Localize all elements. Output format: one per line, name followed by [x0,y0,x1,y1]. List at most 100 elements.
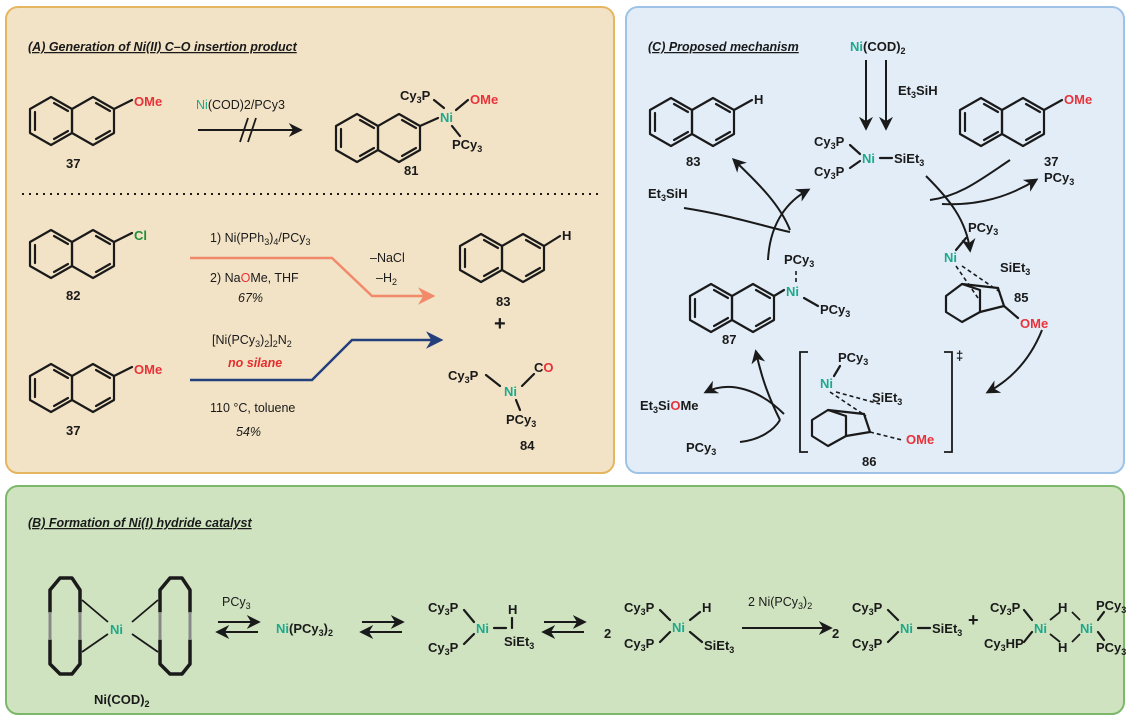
pcy3-85: PCy3 [968,220,998,237]
ni-dimer-a: Ni [1034,621,1047,636]
cy3p-b7: Cy3P [990,600,1021,617]
ome-81: OMe [470,92,498,107]
reagent2: [Ni(PCy3)2]2N2 [212,333,292,349]
ni-86: Ni [820,376,833,391]
ome-c37: OMe [1064,92,1092,107]
ni-cod2-structure: Ni [48,576,192,676]
pcy3-dimer-a: PCy3 [1096,598,1126,615]
yield-67: 67% [238,291,263,305]
label-ni-cod2: Ni(COD)2 [94,692,150,709]
cat-cy3p-top: Cy3P [814,134,845,151]
pcy3-81: PCy3 [452,137,482,154]
panel-c: (C) Proposed mechanism Ni(COD)2 Et3SiH C… [625,6,1125,474]
cl-label: Cl [134,228,147,243]
compound-86: 86 [862,454,876,469]
et3sih-top: Et3SiH [898,83,938,100]
panel-c-box [625,6,1125,474]
panel-b-title: (B) Formation of Ni(I) hydride catalyst [28,516,252,530]
co-84: CO [534,360,554,375]
over-arrow-ni: 2 Ni(PCy3)2 [748,595,812,611]
pcy3-86: PCy3 [838,350,868,367]
dagger: ‡ [956,348,963,363]
ome-85: OMe [1020,316,1048,331]
no-silane: no silane [228,356,282,370]
ni-atom-84: Ni [504,384,517,399]
pcy3-dimer-b: PCy3 [1096,640,1126,657]
pcy3-out: PCy3 [1044,170,1074,187]
ni-pcy3-2: Ni(PCy3)2 [276,621,333,638]
cat-siet3: SiEt3 [894,151,924,168]
compound-37b: 37 [66,423,80,438]
panel-c-title: (C) Proposed mechanism [648,40,799,54]
reagent-ni-cod-pcy3: Ni(COD)2/PCy3 [196,98,285,112]
panel-a-box [5,6,615,474]
cat-ni: Ni [862,151,875,166]
coef-2b: 2 [832,626,839,641]
h-nii: H [702,600,711,615]
step1: 1) Ni(PPh3)4/PCy3 [210,231,311,247]
ni-prod1: Ni [900,621,913,636]
ni-87: Ni [786,284,799,299]
h-label-83: H [562,228,571,243]
cy3hp: Cy3HP [984,636,1024,653]
cy3p-b3: Cy3P [624,600,655,617]
siet3-prod1: SiEt3 [932,621,962,638]
pcy3-87b: PCy3 [820,302,850,319]
ome-37b: OMe [134,362,162,377]
compound-81: 81 [404,163,418,178]
h-bridge-bot: H [1058,640,1067,655]
panel-a-title: (A) Generation of Ni(II) C–O insertion p… [28,40,298,54]
pcy3-87a: PCy3 [784,252,814,269]
cy3p-b4: Cy3P [624,636,655,653]
h-bridge-top: H [1058,600,1067,615]
compound-87: 87 [722,332,736,347]
siet3-86: SiEt3 [872,390,902,407]
compound-84: 84 [520,438,535,453]
siet3-85: SiEt3 [1000,260,1030,277]
compound-83: 83 [496,294,510,309]
siet3-sigma: SiEt3 [504,634,534,651]
compound-c83: 83 [686,154,700,169]
pcy3-84: PCy3 [506,412,536,429]
cy3p-84: Cy3P [448,368,479,385]
panel-a: (A) Generation of Ni(II) C–O insertion p… [5,6,615,474]
cy3p-b5: Cy3P [852,600,883,617]
ni-dimer-b: Ni [1080,621,1093,636]
plus-a: + [494,313,506,335]
orange-arrow [190,256,436,305]
pcy3-over-arrow: PCy3 [222,595,251,611]
et3siome: Et3SiOMe [640,398,699,415]
compound-85: 85 [1014,290,1028,305]
ni-center-b: Ni [110,622,123,637]
panel-b-box [5,485,1125,715]
cy3p-b1: Cy3P [428,600,459,617]
ni-85: Ni [944,250,957,265]
eq-arrow-1 [215,615,261,639]
top-ni-cod: Ni(COD)2 [850,39,906,56]
h-sigma: H [508,602,517,617]
compound-37: 37 [66,156,80,171]
eq-arrow-3 [541,615,587,639]
step2: 2) NaOMe, THF [210,271,299,285]
ni-b-nii: Ni [672,620,685,635]
navy-arrow [190,331,444,382]
cond2: 110 °C, toluene [210,401,295,415]
compound-c37: 37 [1044,154,1058,169]
compound-82: 82 [66,288,80,303]
cy3p-b2: Cy3P [428,640,459,657]
plus-b: + [968,610,979,630]
cy3p-b6: Cy3P [852,636,883,653]
h-c83: H [754,92,763,107]
panel-b: (B) Formation of Ni(I) hydride catalyst … [5,485,1126,715]
byproduct-h2: –H2 [376,271,397,287]
ni-b-sigma: Ni [476,621,489,636]
byproduct-nacl: –NaCl [370,251,405,265]
eq-arrow-2 [359,615,405,639]
coef-2a: 2 [604,626,611,641]
ni-atom-81: Ni [440,110,453,125]
ome-label: OMe [134,94,162,109]
ome-86: OMe [906,432,934,447]
pcy3-in: PCy3 [686,440,716,457]
cat-cy3p-bot: Cy3P [814,164,845,181]
